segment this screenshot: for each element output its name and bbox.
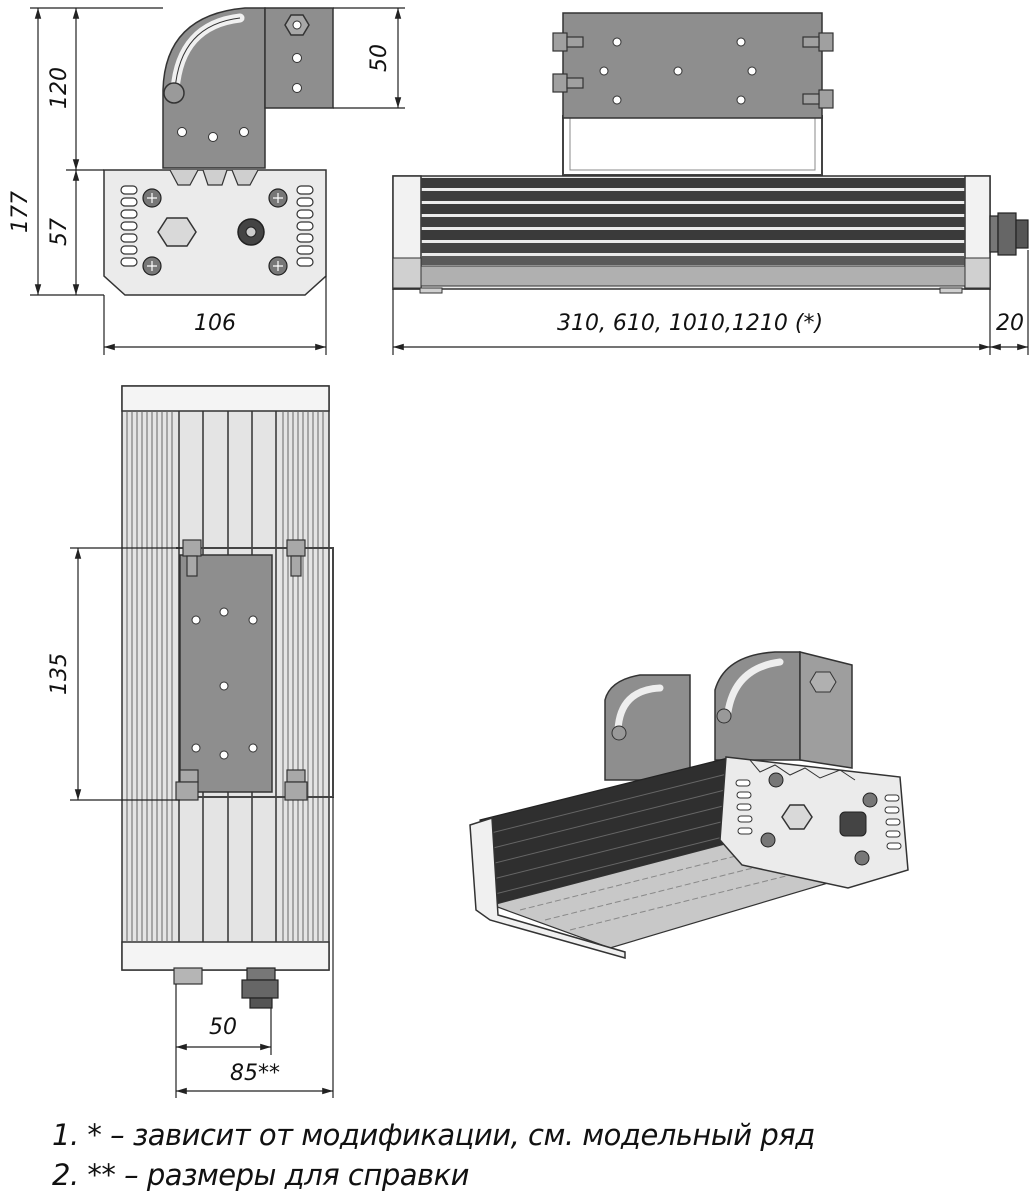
- top-endcap-bottom: [121, 941, 330, 971]
- dim-side-total-height: 177: [8, 191, 33, 233]
- dim-side-width: 106: [194, 311, 236, 336]
- iso-endcap-left: [469, 816, 626, 959]
- side-vent-slots-left: [120, 185, 138, 267]
- front-view: [392, 12, 1029, 294]
- top-cable-gland: [241, 967, 279, 1009]
- dim-front-length: 310, 610, 1010,1210 (*): [557, 311, 823, 336]
- side-hex-plug: [157, 217, 197, 247]
- top-dimensions: 135 50 85**: [47, 547, 334, 1098]
- front-dimensions: 310, 610, 1010,1210 (*) 20: [392, 250, 1029, 355]
- front-cable-gland: [989, 212, 1029, 256]
- isometric-view: [469, 651, 909, 959]
- side-screws: [142, 188, 288, 276]
- dim-side-bracket-offset: 50: [367, 44, 392, 72]
- side-bracket-knob: [163, 82, 185, 104]
- dim-top-offset-50: 50: [209, 1015, 237, 1040]
- top-bracket-bolts: [175, 539, 308, 801]
- side-vent-slots-right: [296, 185, 314, 267]
- dim-side-body-height: 57: [47, 218, 72, 246]
- note-2: 2. ** – размеры для справки: [52, 1158, 469, 1192]
- top-view: [121, 385, 334, 1009]
- dim-top-bracket-span: 135: [47, 653, 72, 695]
- front-bracket-bolts: [552, 32, 834, 109]
- side-view: [103, 7, 334, 296]
- top-endcap-top: [121, 385, 330, 412]
- top-bottom-cap: [173, 967, 203, 985]
- dim-top-offset-85: 85**: [230, 1061, 280, 1086]
- front-bracket-plate: [562, 12, 823, 119]
- note-1: 1. * – зависит от модификации, см. модел…: [52, 1118, 815, 1152]
- side-dimensions: 177 120 57 50 106: [8, 7, 405, 355]
- dim-side-bracket-height: 120: [47, 67, 72, 109]
- front-heatsink-fins: [421, 178, 965, 265]
- top-fins: [126, 411, 324, 942]
- dim-front-gland-length: 20: [996, 311, 1024, 336]
